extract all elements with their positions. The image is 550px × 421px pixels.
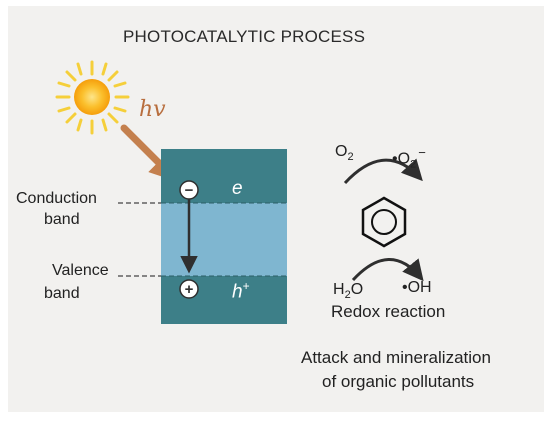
oxygen-label: O2 [335, 143, 354, 163]
valence-band-label-line1: Valence [52, 262, 109, 279]
water-sub: 2 [344, 289, 351, 302]
conduction-band-label-line1: Conduction [16, 190, 97, 207]
conduction-band-label-line2: band [44, 211, 80, 228]
water-label: H2O [333, 281, 363, 301]
electron-icon [179, 180, 199, 200]
attack-label-line1: Attack and mineralization [301, 348, 491, 367]
valence-band-label-line2: band [44, 285, 80, 302]
redox-reaction-label: Redox reaction [331, 302, 446, 321]
page-title: PHOTOCATALYTIC PROCESS [123, 27, 366, 46]
oxidation-arrow [351, 258, 424, 282]
reduction-arrow [343, 158, 423, 185]
electron-symbol: − [185, 182, 194, 199]
electron-label: e [232, 178, 243, 199]
attack-label-line2: of organic pollutants [322, 372, 475, 391]
hole-symbol: + [185, 281, 194, 298]
hole-label-charge: + [242, 279, 250, 293]
benzene-ring-icon [361, 196, 407, 248]
water-base: H [333, 281, 345, 298]
semiconductor-block [161, 149, 287, 324]
superoxide-label: •O2− [392, 145, 426, 171]
superoxide-base: O [397, 150, 411, 168]
oxygen-sub: 2 [347, 151, 354, 164]
hole-label: h+ [232, 279, 250, 303]
hole-label-base: h [232, 281, 243, 303]
water-tail: O [350, 281, 364, 298]
superoxide-dot: • [392, 150, 398, 168]
hole-icon [179, 279, 199, 299]
superoxide-charge: − [418, 145, 426, 160]
sun-icon [55, 60, 130, 135]
oxygen-base: O [335, 143, 348, 160]
superoxide-sub: 2 [410, 158, 417, 171]
hydroxyl-label: •OH [402, 279, 432, 296]
photon-label: hv [139, 97, 166, 122]
